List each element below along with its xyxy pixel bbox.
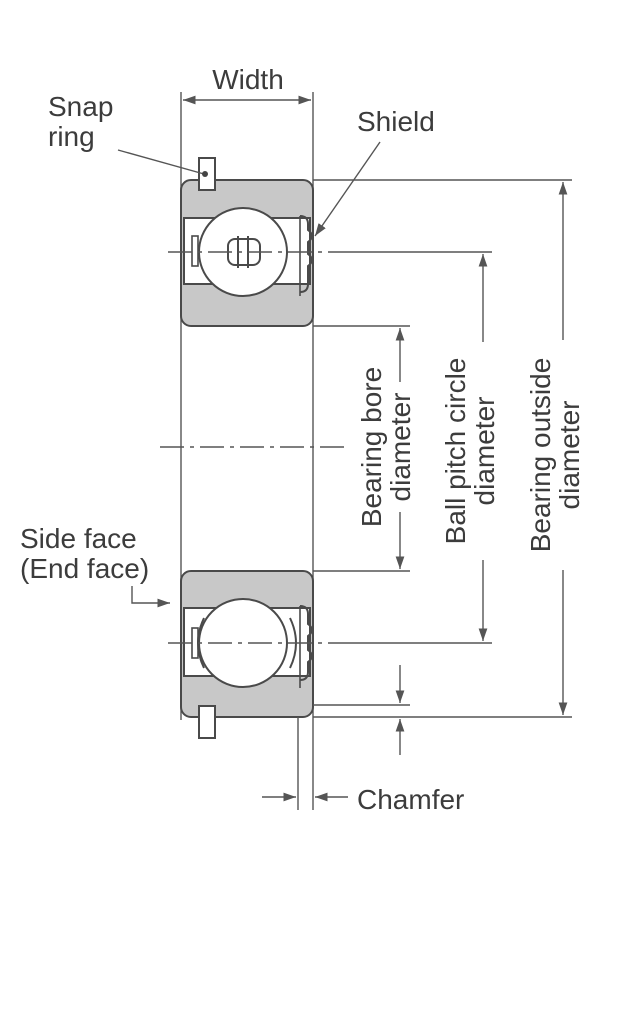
snap-ring-label-line2: ring bbox=[48, 121, 95, 152]
chamfer-label: Chamfer bbox=[357, 784, 464, 815]
snap-ring-label-line1: Snap bbox=[48, 91, 113, 122]
shield-label: Shield bbox=[357, 106, 435, 137]
snap-ring-leader bbox=[117, 149, 205, 175]
side-face-leader bbox=[131, 586, 170, 608]
side-face-label-line2: (End face) bbox=[20, 553, 149, 584]
pitch-label-line2: diameter bbox=[469, 397, 500, 506]
bore-label-line1: Bearing bore bbox=[356, 367, 387, 527]
lower-snap-ring bbox=[198, 705, 216, 739]
outside-label-line2: diameter bbox=[554, 401, 585, 510]
pitch-label-line1: Ball pitch circle bbox=[440, 358, 471, 545]
bore-label-line2: diameter bbox=[385, 393, 416, 502]
upper-shield bbox=[299, 215, 313, 293]
width-label: Width bbox=[212, 64, 284, 95]
shield-leader bbox=[314, 141, 381, 237]
outside-label-line1: Bearing outside bbox=[525, 358, 556, 553]
side-face-label-line1: Side face bbox=[20, 523, 137, 554]
